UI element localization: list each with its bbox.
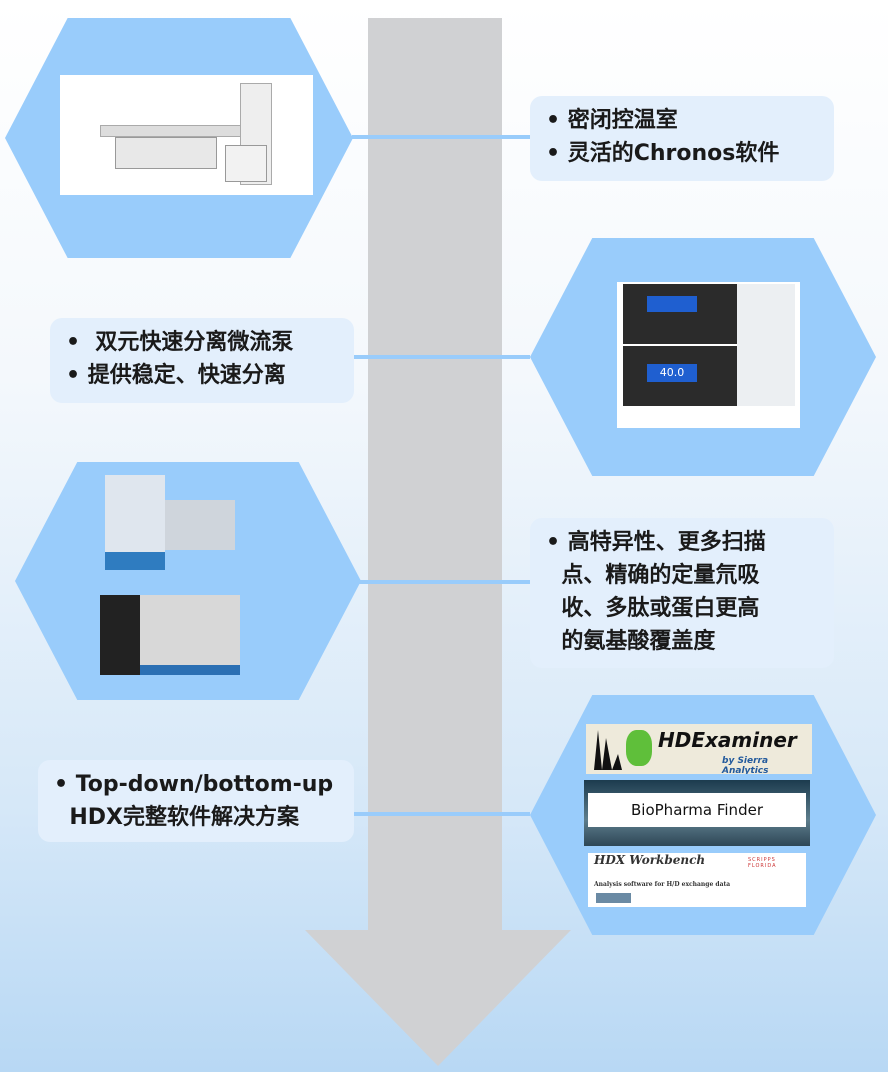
bullet: • 高特异性、更多扫描 [546,530,766,555]
connector-3 [358,580,530,584]
mass-spec-image-1 [100,475,245,570]
lc-pump-image: 40.0 [617,282,800,428]
scripps-logo: SCRIPPS FLORIDA [748,857,777,869]
flow-arrow-head [305,930,571,1066]
bullet-cont: HDX完整软件解决方案 [54,805,299,830]
feature-box-2: • 双元快速分离微流泵 • 提供稳定、快速分离 [50,318,354,403]
connector-2 [354,355,530,359]
workbench-subtitle: Analysis software for H/D exchange data [594,881,731,888]
feature-box-3: • 高特异性、更多扫描 点、精确的定量氘吸 收、多肽或蛋白更高 的氨基酸覆盖度 [530,518,834,668]
bullet: • Top-down/bottom-up [54,772,334,797]
hdx-workbench-logo: HDX Workbench SCRIPPS FLORIDA Analysis s… [588,853,806,907]
bullet-cont: 的氨基酸覆盖度 [546,629,716,654]
biopharma-title: BioPharma Finder [588,793,806,827]
workbench-title: HDX Workbench [594,853,706,867]
biopharma-finder-logo: BioPharma Finder [584,780,810,846]
flow-arrow-shaft [368,18,502,932]
bullet: • 双元快速分离微流泵 [66,330,294,355]
hdexaminer-by: by Sierra Analytics [722,756,769,774]
bullet: • 密闭控温室 [546,108,678,133]
connector-1 [352,135,530,139]
hdexaminer-title: HDExaminer [658,728,797,752]
bullet-cont: 收、多肽或蛋白更高 [546,596,760,621]
autosampler-image [60,75,313,195]
feature-box-4: • Top-down/bottom-up HDX完整软件解决方案 [38,760,354,842]
mass-spec-image-2 [100,590,245,680]
bullet-cont: 点、精确的定量氘吸 [546,563,760,588]
hdexaminer-logo: HDExaminer by Sierra Analytics [586,724,812,774]
pump-display: 40.0 [647,364,697,382]
bullet: • 提供稳定、快速分离 [66,363,286,388]
connector-4 [354,812,530,816]
bullet: • 灵活的Chronos软件 [546,141,780,166]
feature-box-1: • 密闭控温室 • 灵活的Chronos软件 [530,96,834,181]
